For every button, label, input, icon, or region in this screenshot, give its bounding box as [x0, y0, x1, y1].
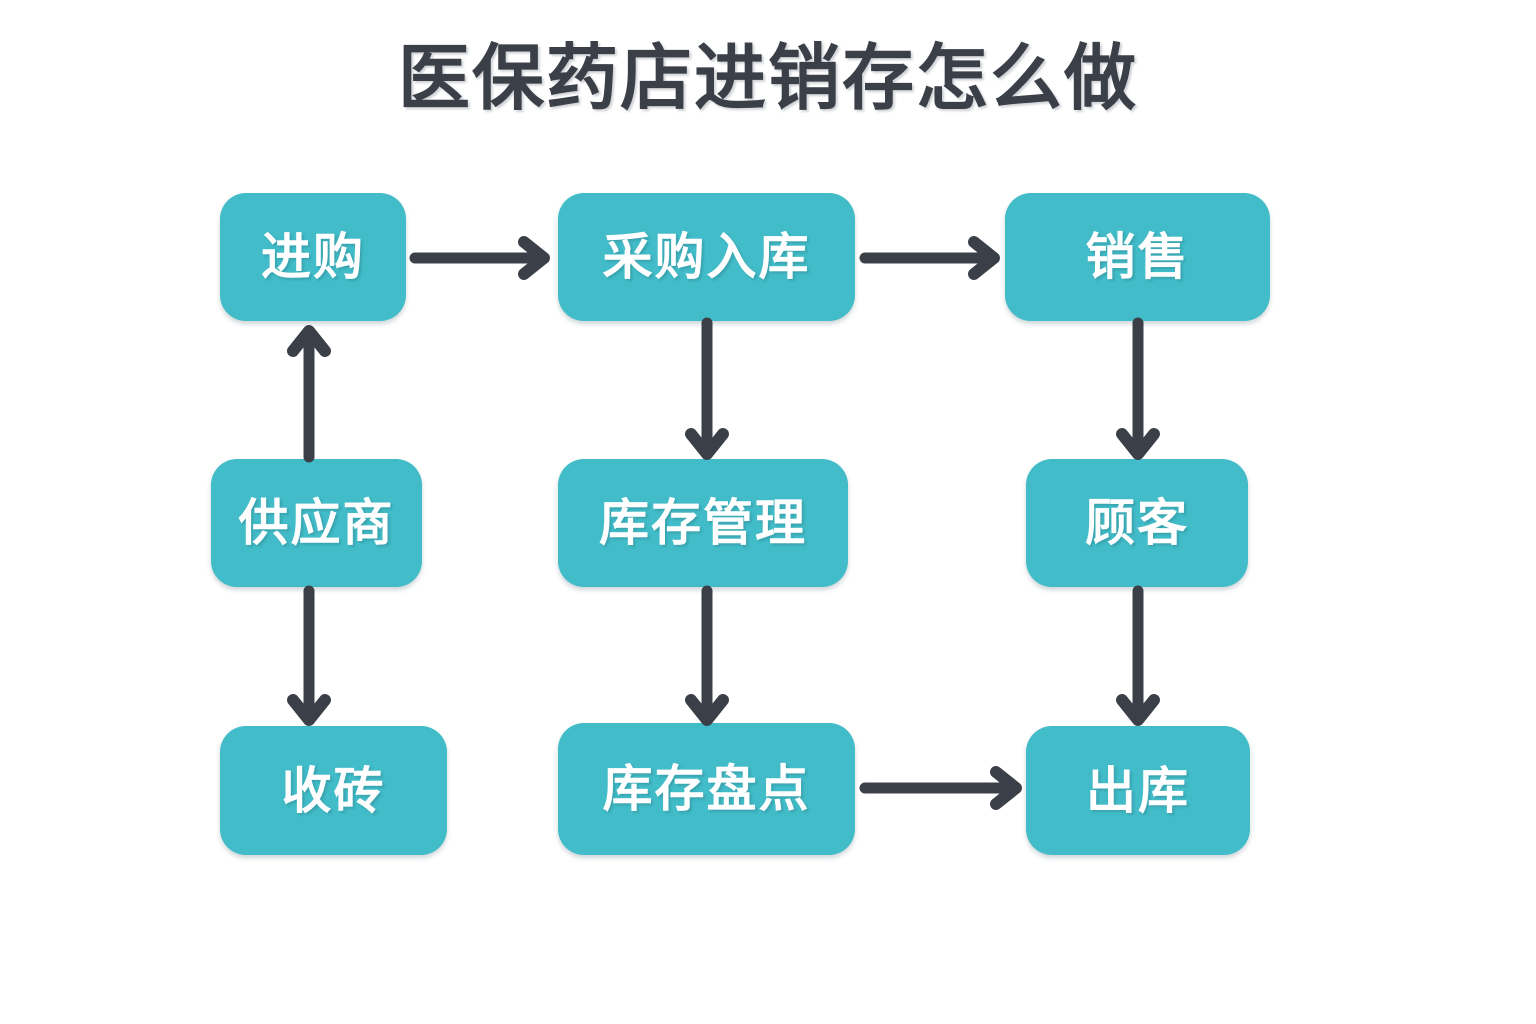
- arrow-xiaoshou-to-guke: [1116, 317, 1160, 460]
- node-label: 进购: [261, 228, 365, 286]
- arrow-caigouruku-to-xiaoshou: [859, 236, 1004, 280]
- node-kucunpandian[interactable]: 库存盘点: [558, 723, 855, 855]
- page-title: 医保药店进销存怎么做: [397, 36, 1138, 120]
- node-shouzhuan[interactable]: 收砖: [220, 726, 447, 855]
- node-label: 出库: [1086, 761, 1190, 820]
- node-caigouruku[interactable]: 采购入库: [558, 193, 855, 321]
- node-label: 销售: [1085, 228, 1190, 286]
- arrow-kucunguanli-to-kucunpandian: [685, 585, 729, 726]
- arrow-gongyingshang-to-jingou: [287, 325, 331, 463]
- arrow-kucunpandian-to-chuku: [859, 766, 1026, 810]
- arrow-guke-to-chuku: [1116, 585, 1160, 726]
- node-gongyingshang[interactable]: 供应商: [211, 459, 422, 587]
- node-label: 采购入库: [602, 228, 811, 286]
- node-chuku[interactable]: 出库: [1026, 726, 1250, 855]
- node-guke[interactable]: 顾客: [1026, 459, 1248, 587]
- node-jingou[interactable]: 进购: [220, 193, 406, 321]
- node-xiaoshou[interactable]: 销售: [1005, 193, 1270, 321]
- arrow-jingou-to-caigouruku: [409, 236, 554, 280]
- node-kucunguanli[interactable]: 库存管理: [558, 459, 848, 587]
- arrow-gongyingshang-to-shouzhuan: [287, 585, 331, 726]
- node-label: 库存盘点: [602, 760, 811, 818]
- node-label: 顾客: [1085, 494, 1189, 552]
- node-label: 供应商: [238, 494, 395, 552]
- node-label: 收砖: [281, 761, 386, 820]
- arrow-caigouruku-to-kucunguanli: [685, 317, 729, 460]
- node-label: 库存管理: [599, 494, 807, 552]
